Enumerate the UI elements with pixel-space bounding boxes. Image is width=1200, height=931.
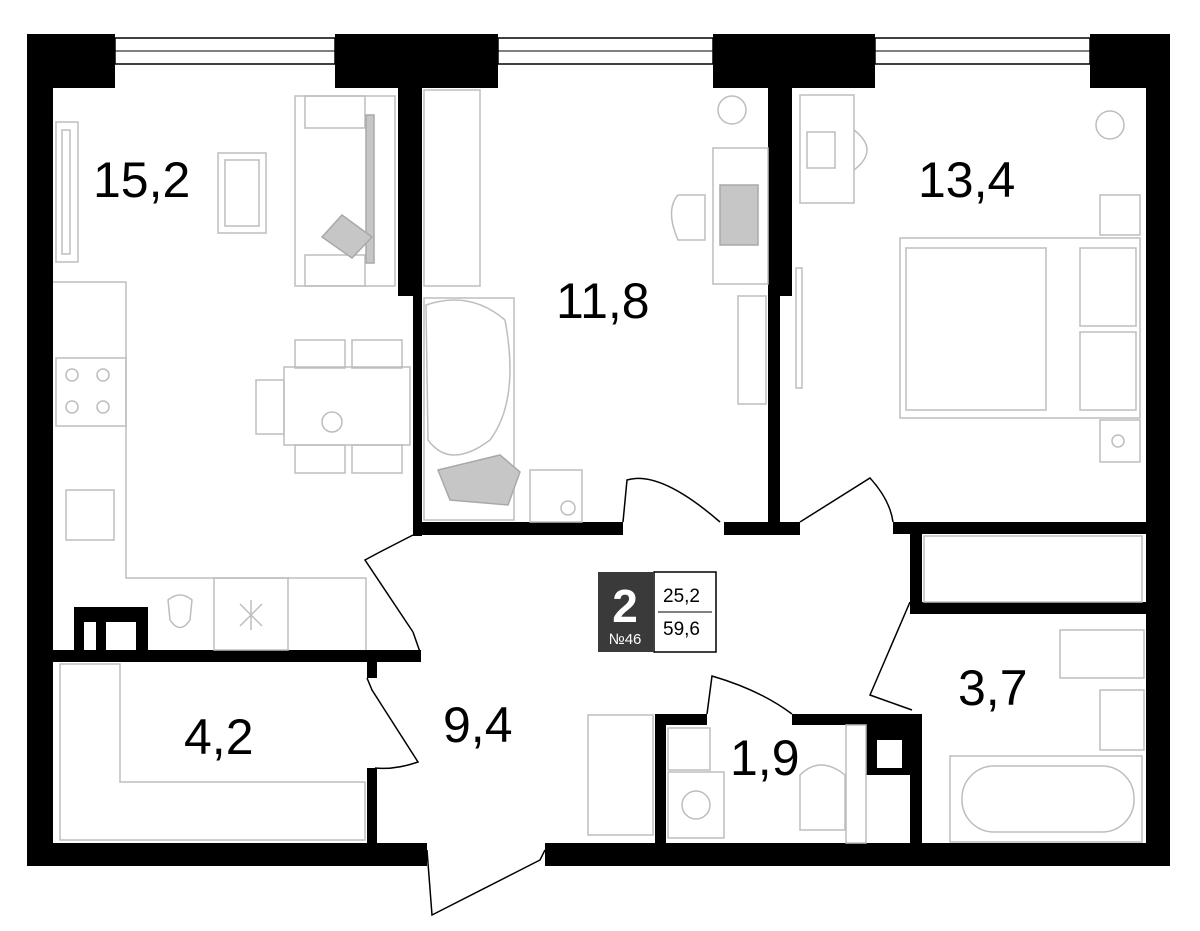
rooms-count: 2 [612,580,638,632]
doors [363,477,913,917]
total-area: 59,6 [663,619,700,640]
room-area-toilet: 1,9 [730,730,800,786]
room-area-bedroom-main: 13,4 [918,152,1015,208]
badge-dark-panel [598,572,653,652]
room-labels: 15,2 11,8 13,4 4,2 9,4 1,9 3,7 [93,152,1028,786]
room-area-bathroom: 3,7 [958,660,1028,716]
room-area-kitchen-living: 15,2 [93,152,190,208]
apartment-badge: 2 №46 25,2 59,6 [598,571,717,653]
apartment-number: №46 [609,631,642,648]
windows [114,37,1091,65]
living-area: 25,2 [663,586,700,607]
room-area-storage: 4,2 [184,709,254,765]
furniture [53,89,1145,844]
room-area-hallway: 9,4 [443,697,513,753]
room-area-bedroom-small: 11,8 [556,273,650,329]
